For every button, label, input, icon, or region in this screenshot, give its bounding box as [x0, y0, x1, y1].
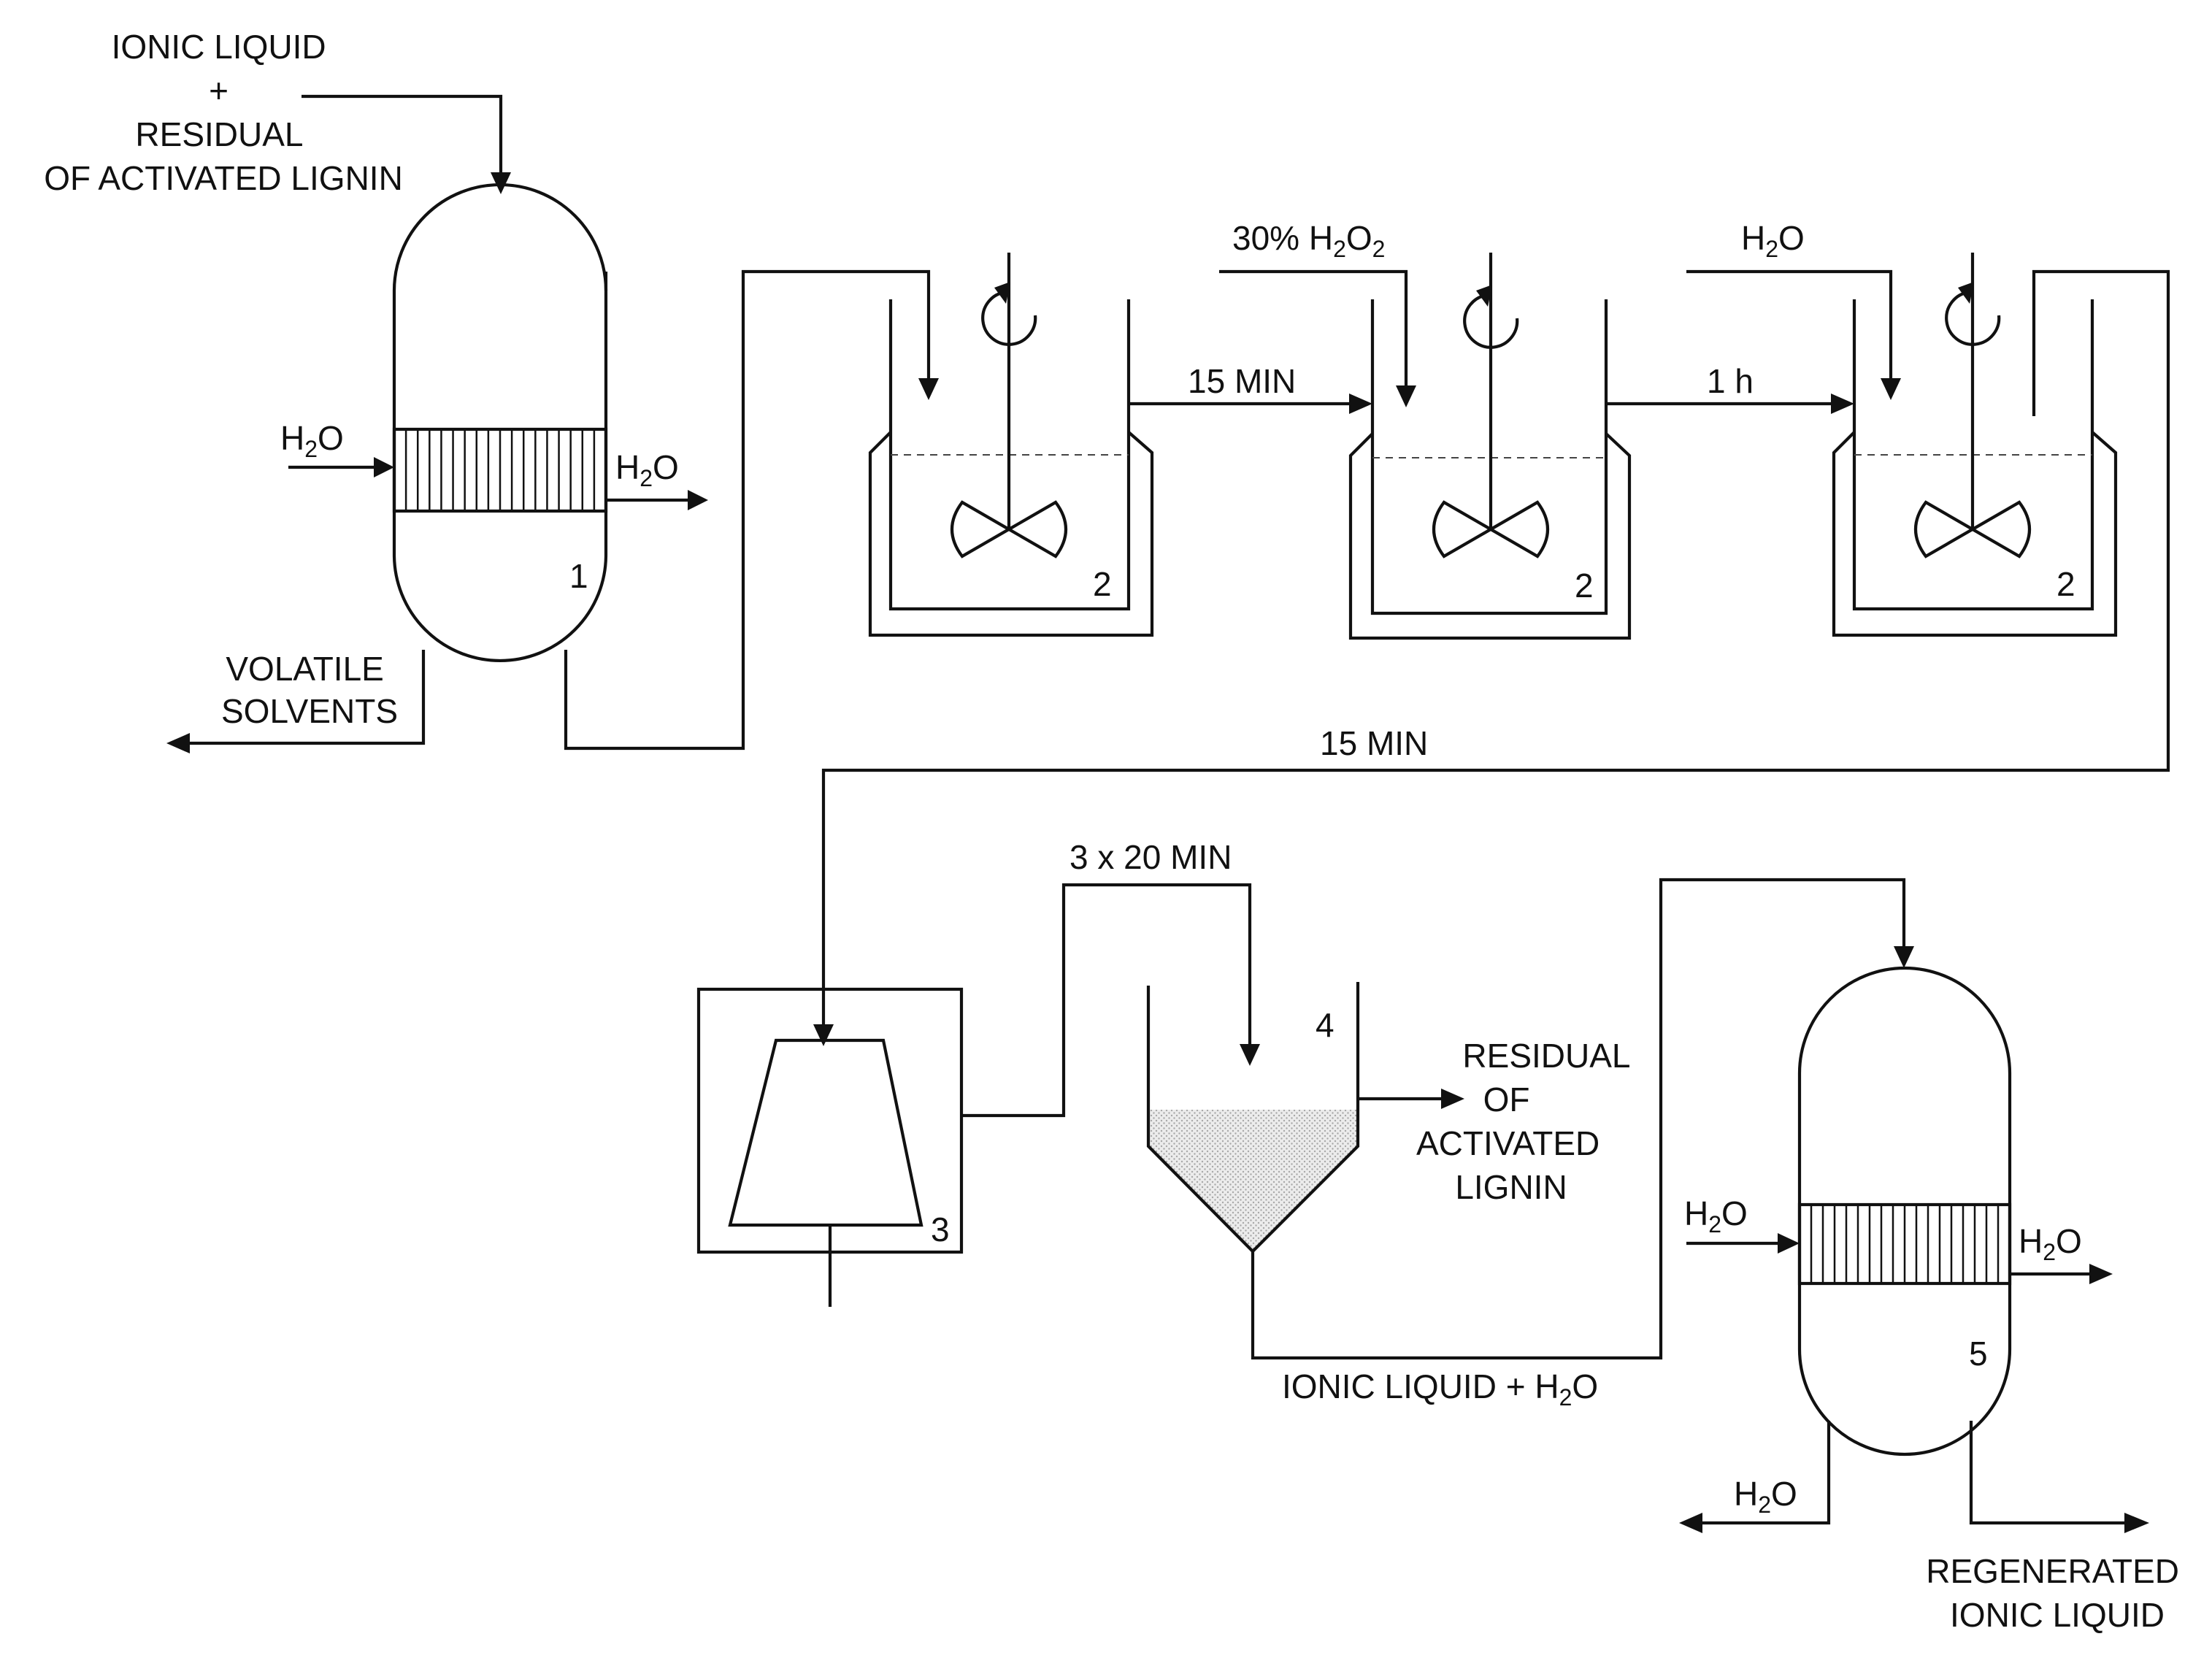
water-out-regenerator: H2O — [2010, 1222, 2113, 1284]
regen-label-line2: IONIC LIQUID — [1950, 1596, 2165, 1634]
stream-evaporator-to-reactor — [564, 269, 939, 751]
stream-15min-b: 15 MIN — [813, 269, 2170, 1046]
stream-3x20min: 3 x 20 MIN — [961, 838, 1260, 1118]
feed-label-line1: IONIC LIQUID — [112, 28, 326, 66]
residual-label-line4: LIGNIN — [1455, 1168, 1567, 1206]
h2o-label: H2O — [280, 419, 344, 462]
regen-label-line1: REGENERATED — [1926, 1552, 2179, 1590]
h2o-label: H2O — [1734, 1475, 1797, 1518]
rotation-arrow-icon — [1463, 293, 1519, 349]
volatile-solvents-outlet: VOLATILE SOLVENTS — [166, 650, 426, 753]
residual-lignin-outlet: RESIDUAL OF ACTIVATED LIGNIN — [1358, 1037, 1639, 1206]
stirred-reactor-2a: 2 — [868, 253, 1154, 637]
unit-number-3: 3 — [931, 1210, 950, 1248]
water-in-regenerator: H2O — [1684, 1194, 1800, 1254]
heat-exchanger-bundle-5 — [1797, 1202, 2012, 1286]
water-bottoms-outlet: H2O — [1679, 1421, 1831, 1533]
h2o-label: H2O — [1741, 219, 1805, 262]
feed-label-line2: + — [209, 72, 229, 110]
unit-number-4: 4 — [1316, 1006, 1335, 1044]
heat-exchanger-bundle-1 — [392, 427, 608, 513]
rotation-arrow-icon — [981, 290, 1037, 346]
sediment — [1148, 1110, 1358, 1251]
settler-4: 4 — [1146, 982, 1360, 1254]
svg-text:RESIDUAL OF ACTIVA: RESIDUAL OF ACTIVATED LIGNIN — [1416, 1037, 1639, 1206]
residual-label-line2: OF — [1483, 1081, 1530, 1118]
svg-text:IONIC LIQUID + RES: IONIC LIQUID + RESIDUAL OF ACTIVATED LIG… — [44, 28, 403, 197]
water-in-evaporator: H2O — [280, 419, 394, 477]
label-15min-b: 15 MIN — [1320, 724, 1428, 762]
evaporator-1: 1 — [392, 183, 608, 663]
h2o2-label: 30% H2O2 — [1232, 219, 1385, 262]
volatile-label-line2: SOLVENTS — [221, 692, 398, 730]
feed-stream: IONIC LIQUID + RESIDUAL OF ACTIVATED LIG… — [44, 28, 511, 197]
feed-label-line4: OF ACTIVATED LIGNIN — [44, 159, 403, 197]
label-15min-a: 15 MIN — [1188, 362, 1296, 400]
residual-label-line3: ACTIVATED — [1416, 1124, 1600, 1162]
stirred-reactor-2c: 2 — [1832, 253, 2118, 637]
ionic-liquid-water-label: IONIC LIQUID + H2O — [1282, 1367, 1598, 1411]
water-feed-reactor-c: H2O — [1686, 219, 1901, 400]
stream-15min-a: 15 MIN — [1129, 362, 1372, 414]
volatile-label-line1: VOLATILE — [226, 650, 383, 688]
label-3x20min: 3 x 20 MIN — [1069, 838, 1232, 876]
unit-number-1: 1 — [569, 557, 588, 595]
water-out-evaporator: H2O — [606, 448, 708, 510]
unit-number-2c: 2 — [2057, 565, 2075, 603]
stream-ionic-liquid-water: IONIC LIQUID + H2O — [1251, 878, 1914, 1411]
centrifuge-3: 3 — [696, 987, 964, 1307]
residual-label-line1: RESIDUAL — [1462, 1037, 1629, 1075]
feed-label-line3: RESIDUAL — [135, 115, 302, 153]
rotation-arrow-icon — [1945, 290, 2001, 346]
h2o-label: H2O — [615, 448, 679, 491]
stream-1h: 1 h — [1606, 362, 1854, 414]
stirred-reactor-2b: 2 — [1348, 253, 1632, 640]
label-1h: 1 h — [1707, 362, 1754, 400]
unit-number-2b: 2 — [1575, 567, 1594, 605]
h2o-label: H2O — [1684, 1194, 1748, 1237]
svg-text:VOLATILE SOLVENTS: VOLATILE SOLVENTS — [221, 650, 398, 730]
unit-number-5: 5 — [1969, 1335, 1988, 1373]
h2o2-feed: 30% H2O2 — [1219, 219, 1416, 407]
unit-number-2a: 2 — [1093, 565, 1112, 603]
regenerated-ionic-liquid-outlet: REGENERATED IONIC LIQUID — [1926, 1421, 2189, 1634]
svg-text:REGENERATED IONIC LIQUID: REGENERATED IONIC LIQUID — [1926, 1552, 2189, 1634]
h2o-label: H2O — [2019, 1222, 2082, 1265]
regenerator-5: 5 — [1797, 966, 2012, 1456]
